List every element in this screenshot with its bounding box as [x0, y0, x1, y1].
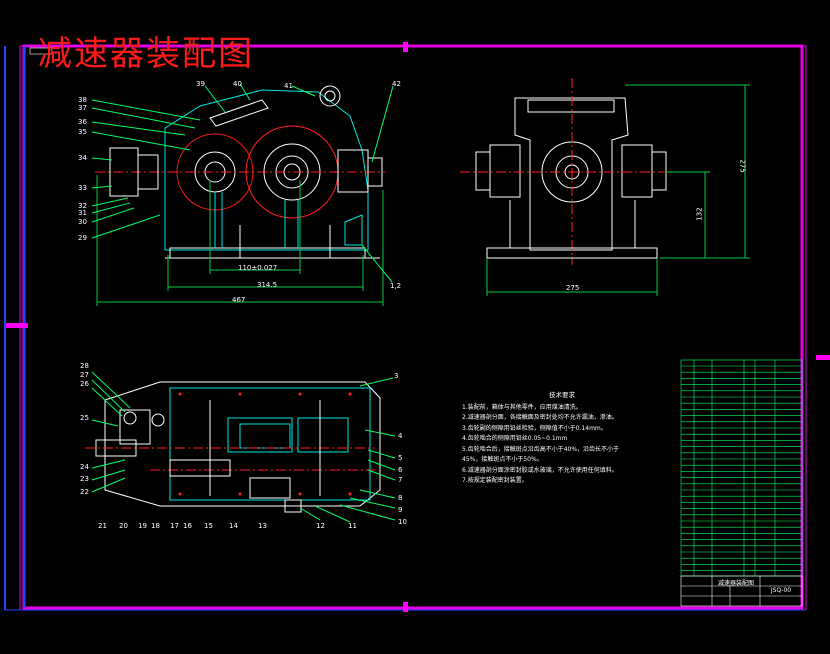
- part-number: 28: [80, 362, 89, 370]
- part-number: 13: [258, 522, 267, 530]
- part-number: 22: [80, 488, 89, 496]
- center-mark-top: [403, 42, 408, 52]
- part-number: 6: [398, 466, 403, 474]
- drawing-title: 减速器装配图: [38, 34, 254, 74]
- part-number: 35: [78, 128, 87, 136]
- part-number: 14: [229, 522, 238, 530]
- title-block-code: JSQ-00: [770, 587, 791, 594]
- part-number: 40: [233, 80, 242, 88]
- part-number: 29: [78, 234, 87, 242]
- part-number: 7: [398, 476, 403, 484]
- part-number: 3: [394, 372, 399, 380]
- dim-base-length: 314.5: [257, 281, 278, 289]
- note-line: 45%，接触斑点不小于50%。: [462, 456, 543, 463]
- part-number: 8: [398, 494, 403, 502]
- note-line: 6.减速器剖分面涂密封胶或水玻璃，不允许使用任何填料。: [462, 466, 618, 474]
- part-number: 30: [78, 218, 87, 226]
- corner-tag: [29, 47, 53, 55]
- part-number: 17: [170, 522, 179, 530]
- part-number: 33: [78, 184, 87, 192]
- part-number: 25: [80, 414, 89, 422]
- part-number: 24: [80, 463, 89, 471]
- dim-overall-length: 467: [232, 296, 246, 304]
- part-number: 37: [78, 104, 87, 112]
- side-view: [460, 78, 750, 296]
- dim-side-height: 275: [738, 159, 747, 173]
- part-number: 27: [80, 371, 89, 379]
- note-line: 4.齿轮啮合的侧隙用铅丝0.05~0.1mm: [462, 435, 568, 442]
- part-number: 9: [398, 506, 403, 514]
- part-number: 11: [348, 522, 357, 530]
- part-number: 23: [80, 475, 89, 483]
- dim-side-width: 275: [566, 284, 580, 292]
- parts-list: [680, 359, 803, 607]
- dim-shaft-height: 132: [695, 207, 704, 221]
- part-number: 20: [119, 522, 128, 530]
- part-number: 5: [398, 454, 403, 462]
- part-number: 34: [78, 154, 87, 162]
- part-number: 19: [138, 522, 147, 530]
- part-number: 41: [284, 82, 293, 90]
- part-number: 18: [151, 522, 160, 530]
- note-line: 2.减速器剖分面，各接触面及密封处均不允许漏油，渗油。: [462, 414, 618, 421]
- part-number: 15: [204, 522, 213, 530]
- note-line: 5.齿轮啮合后，接触斑点沿齿高不小于40%，沿齿长不小于: [462, 445, 620, 453]
- part-number: 26: [80, 380, 89, 388]
- notes-title: 技术要求: [549, 391, 575, 399]
- note-line: 3.齿轮副的侧隙用铅丝检验，侧隙值不小于0.14mm。: [462, 424, 607, 432]
- part-number: 1,2: [390, 282, 402, 290]
- part-number: 39: [196, 80, 205, 88]
- center-mark-left: [6, 323, 28, 328]
- part-number: 21: [98, 522, 107, 530]
- part-number: 12: [316, 522, 325, 530]
- note-line: 7.按规定装配密封装置。: [462, 477, 528, 484]
- part-number: 16: [183, 522, 192, 530]
- technical-requirements: 技术要求 1.装配前，箱体与其他零件，应用煤油清洗。 2.减速器剖分面，各接触面…: [462, 390, 662, 487]
- part-number: 42: [392, 80, 401, 88]
- part-number: 4: [398, 432, 403, 440]
- part-number: 10: [398, 518, 407, 526]
- front-view: [91, 83, 394, 306]
- center-mark-bottom: [403, 602, 408, 612]
- part-number: 32: [78, 202, 87, 210]
- top-view: [85, 371, 396, 523]
- part-number: 38: [78, 96, 87, 104]
- center-mark-right: [816, 355, 830, 360]
- title-block-name: 减速器装配图: [718, 579, 754, 587]
- part-number: 36: [78, 118, 87, 126]
- dim-center-distance: 110±0.027: [238, 264, 278, 272]
- note-line: 1.装配前，箱体与其他零件，应用煤油清洗。: [462, 403, 582, 411]
- part-number: 31: [78, 209, 87, 217]
